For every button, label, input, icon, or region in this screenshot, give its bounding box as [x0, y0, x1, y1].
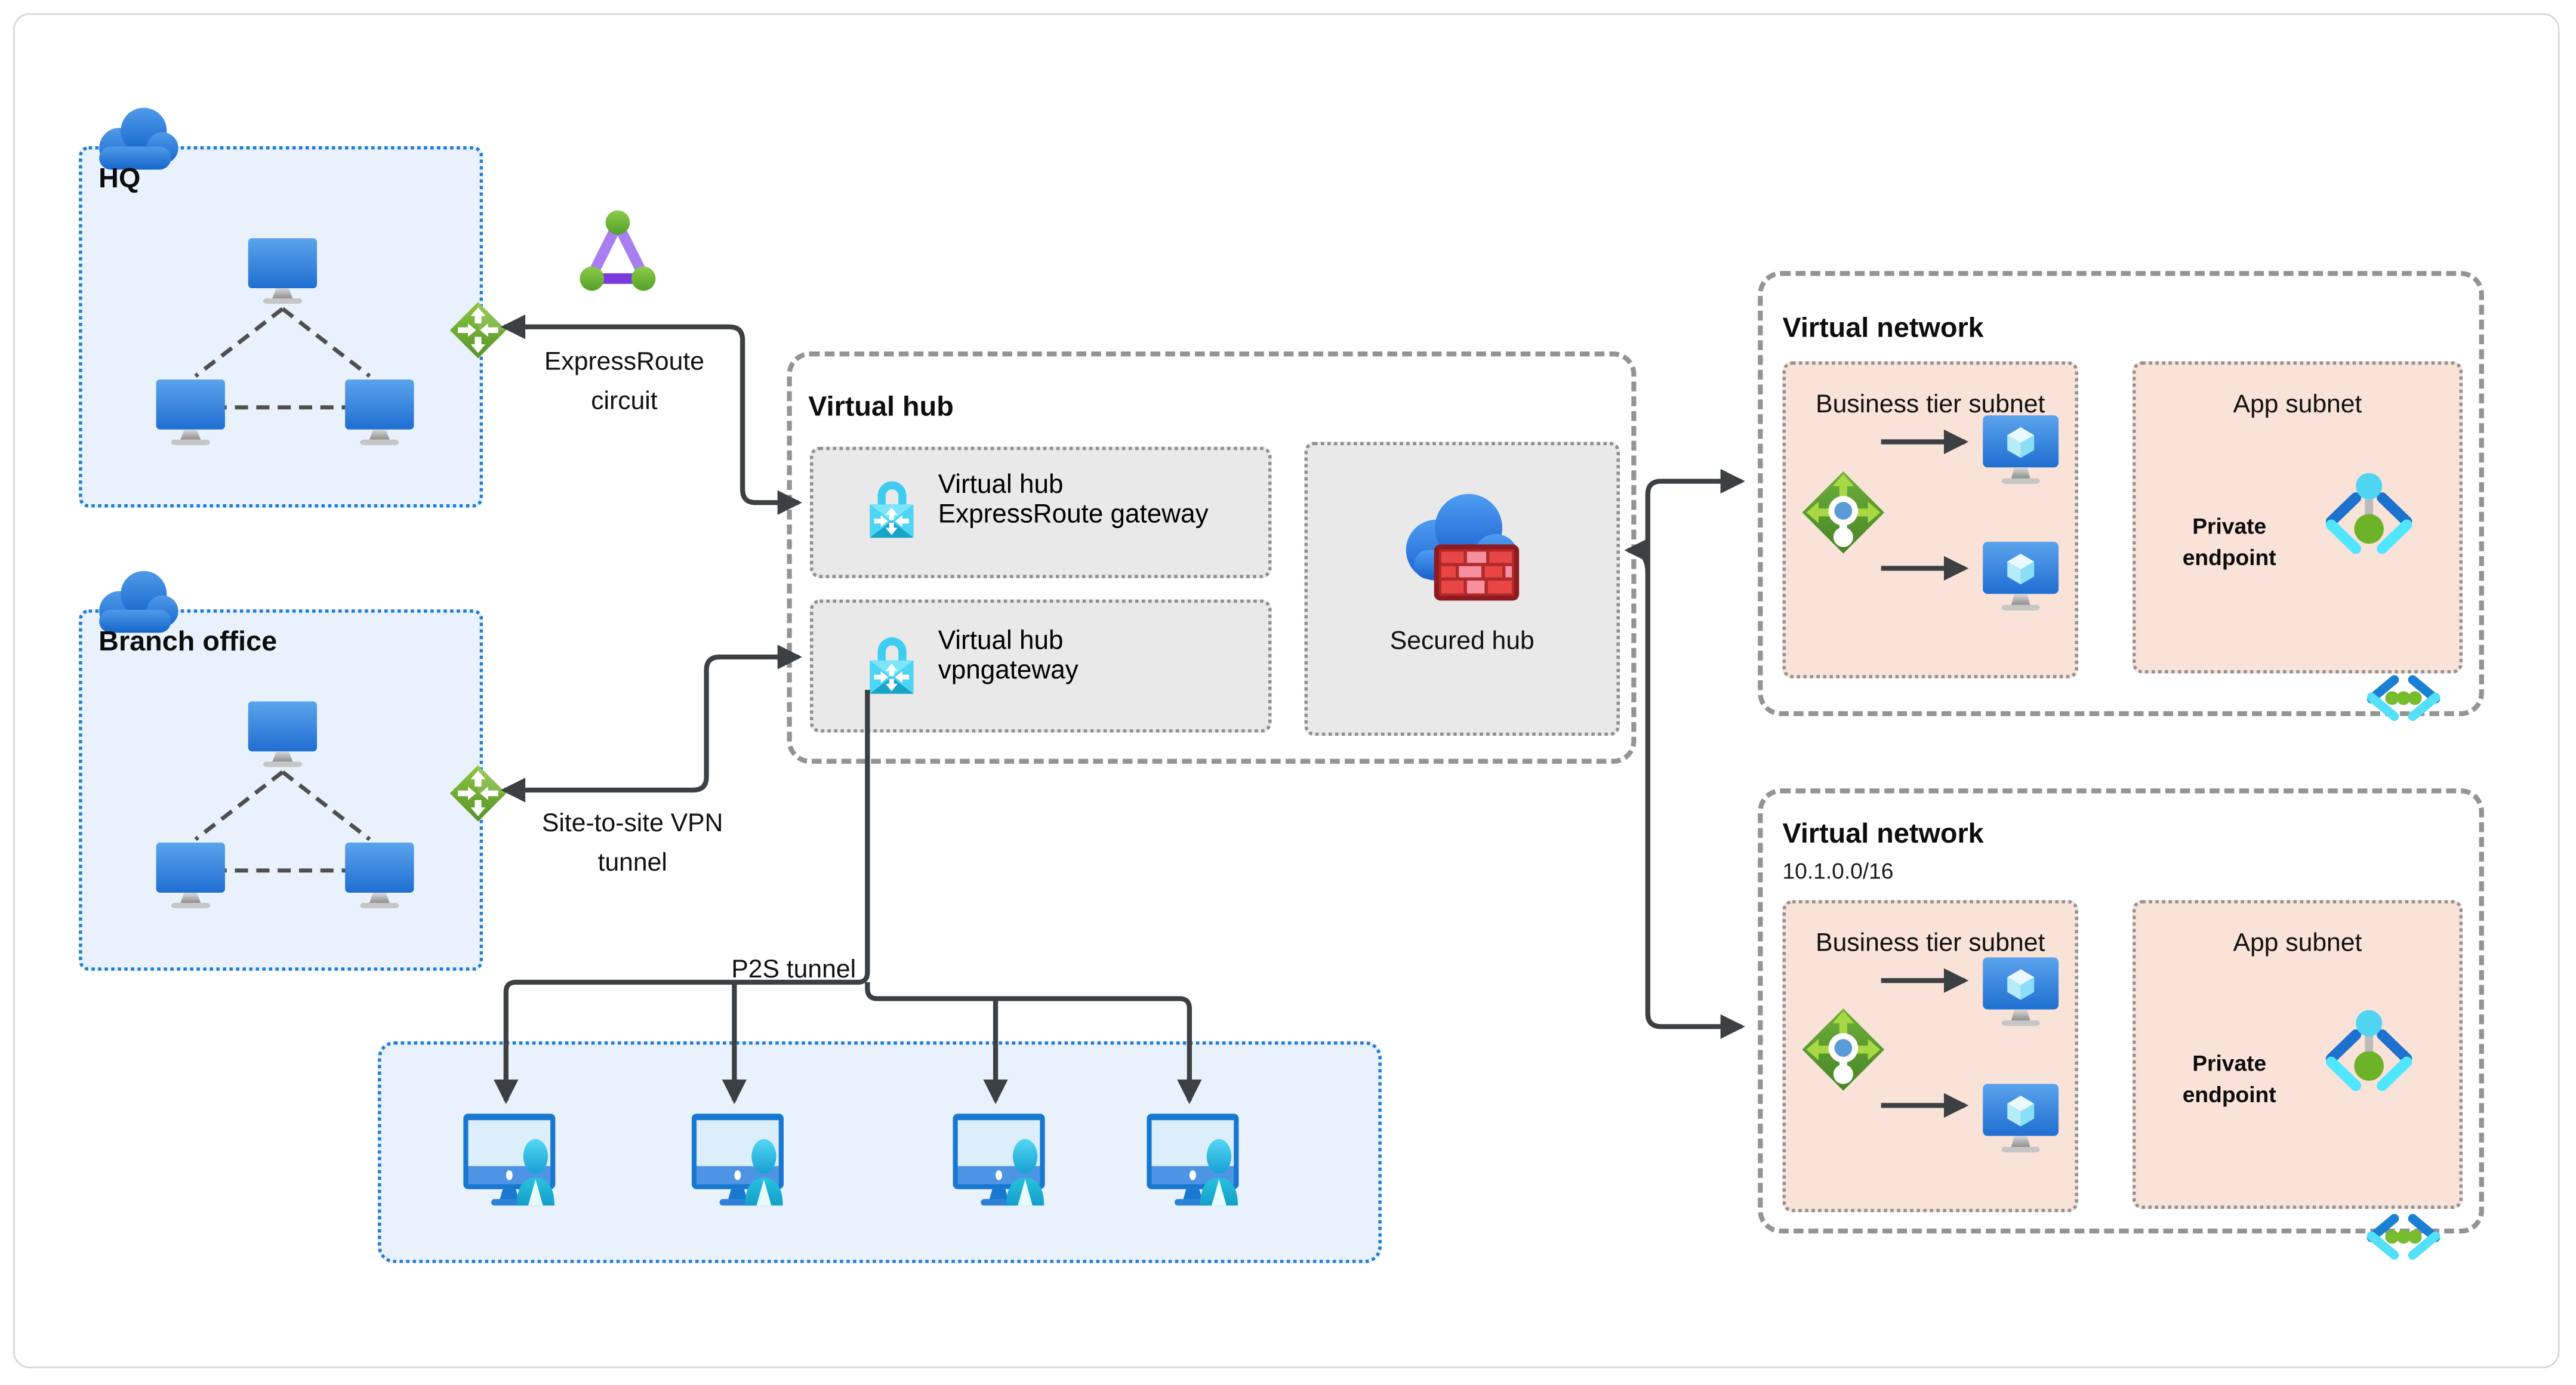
secured-hub-label: Secured hub — [1389, 627, 1534, 656]
vpn-gateway-label: Virtual hub vpngateway — [938, 627, 1079, 685]
user-device-icon — [692, 1113, 794, 1205]
virtual-hub-box: Virtual hub Virtual hub ExpressRoute gat… — [787, 351, 1637, 764]
lock-gateway-icon — [867, 476, 915, 540]
virtual-network-1-title: Virtual network — [1782, 311, 1984, 344]
er-gateway-box: Virtual hub ExpressRoute gateway — [810, 446, 1272, 578]
monitor-icon — [153, 380, 229, 445]
p2s-clients-box — [378, 1041, 1382, 1263]
secured-hub-box: Secured hub — [1304, 442, 1620, 736]
vm-icon — [1982, 1082, 2060, 1155]
virtual-network-2-address: 10.1.0.0/16 — [1782, 859, 1894, 884]
virtual-network-icon — [2361, 1212, 2446, 1261]
virtual-network-1-box: Virtual network Business tier subnet App… — [1758, 271, 2484, 716]
app-subnet-box: App subnet Private endpoint — [2132, 900, 2463, 1209]
vm-icon — [1982, 414, 2060, 486]
virtual-network-icon — [2361, 674, 2446, 723]
virtual-network-2-box: Virtual network 10.1.0.0/16 Business tie… — [1758, 788, 2484, 1233]
business-tier-subnet-box: Business tier subnet — [1782, 361, 2078, 678]
firewall-icon — [1395, 485, 1530, 603]
p2s-tunnel-label: P2S tunnel — [731, 955, 856, 984]
lan-dashed-links — [194, 307, 371, 410]
hq-label: HQ — [98, 162, 141, 194]
private-endpoint-label: Private endpoint — [2182, 514, 2276, 570]
er-gateway-label: Virtual hub ExpressRoute gateway — [938, 471, 1209, 529]
monitor-icon — [153, 843, 229, 908]
lan-dashed-links — [194, 770, 371, 873]
expressroute-circuit-icon — [578, 207, 657, 296]
app-subnet-box: App subnet Private endpoint — [2132, 361, 2463, 674]
vm-icon — [1982, 541, 2060, 613]
monitor-icon — [342, 843, 418, 908]
business-tier-subnet-title: Business tier subnet — [1816, 391, 2045, 419]
branch-site-box: Branch office — [79, 609, 483, 971]
vpn-gateway-box: Virtual hub vpngateway — [810, 599, 1272, 733]
private-endpoint-icon — [2316, 470, 2421, 572]
diagram-outer-frame — [13, 13, 2560, 1368]
business-tier-subnet-box: Business tier subnet — [1782, 900, 2078, 1213]
virtual-network-2-title: Virtual network — [1782, 818, 1984, 850]
app-subnet-title: App subnet — [2233, 391, 2362, 419]
monitor-icon — [245, 701, 321, 767]
site-to-site-vpn-label: Site-to-site VPN tunnel — [541, 810, 723, 877]
route-table-icon — [1799, 1005, 1888, 1094]
vm-icon — [1982, 956, 2060, 1028]
user-device-icon — [463, 1113, 565, 1205]
monitor-icon — [245, 238, 321, 304]
user-device-icon — [1147, 1113, 1249, 1205]
user-device-icon — [953, 1113, 1055, 1205]
monitor-icon — [342, 380, 418, 445]
expressroute-circuit-label: ExpressRoute circuit — [544, 348, 704, 416]
business-tier-subnet-title: Business tier subnet — [1816, 929, 2045, 958]
lock-gateway-icon — [867, 633, 915, 696]
virtual-hub-title: Virtual hub — [808, 391, 954, 422]
private-endpoint-icon — [2316, 1007, 2421, 1109]
private-endpoint-label: Private endpoint — [2182, 1051, 2276, 1108]
hq-site-box: HQ — [79, 146, 483, 508]
route-table-icon — [1799, 468, 1888, 557]
branch-label: Branch office — [98, 625, 278, 658]
app-subnet-title: App subnet — [2233, 929, 2362, 958]
